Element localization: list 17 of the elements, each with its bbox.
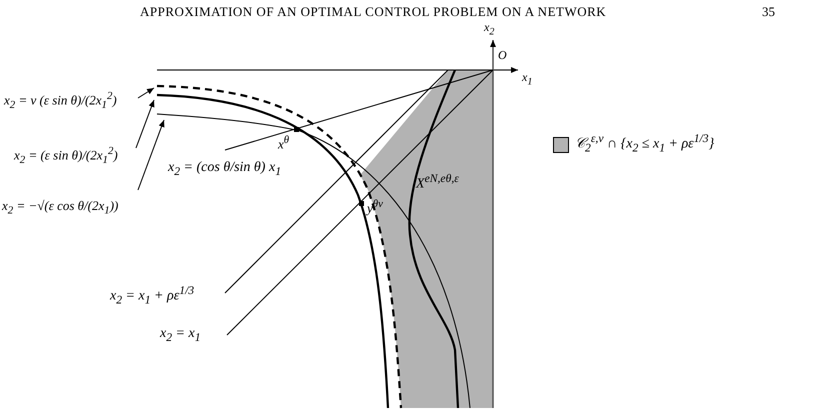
- leader-arrow: [136, 100, 154, 148]
- leader-arrow: [138, 120, 164, 190]
- page-number: 35: [762, 4, 775, 20]
- region-label: X$^{eN,eθ,ε}$: [416, 172, 459, 193]
- running-head: APPROXIMATION OF AN OPTIMAL CONTROL PROBLEM ON A NETWORK: [140, 4, 606, 20]
- axis-label: O: [498, 48, 507, 63]
- formula-label: x$_{2}$ = (ε sin θ)/(2x$_{1}$$^{2}$): [14, 145, 118, 166]
- axis-label: x$_{2}$: [484, 20, 494, 38]
- legend-text: 𝒞$_{2}$$^{ε,ν}$ ∩ {x$_{2}$ ≤ x$_{1}$ + ρε$^{1/3}$}: [575, 132, 714, 154]
- formula-label: x$_{2}$ = −√(ε cos θ/(2x$_{1}$)): [2, 198, 118, 217]
- formula-label: x$_{2}$ = x$_{1}$ + ρε$^{1/3}$: [110, 284, 194, 306]
- leader-arrow: [138, 88, 154, 98]
- formula-label: x$_{2}$ = (cos θ/sin θ) x$_{1}$: [168, 160, 282, 178]
- formula-label: x$_{2}$ = x$_{1}$: [160, 326, 201, 344]
- formula-label: x$_{2}$ = ν (ε sin θ)/(2x$_{1}$$^{2}$): [4, 90, 117, 111]
- point-label: x$^{θ}$: [278, 134, 290, 152]
- axis-label: x$_{1}$: [522, 70, 532, 88]
